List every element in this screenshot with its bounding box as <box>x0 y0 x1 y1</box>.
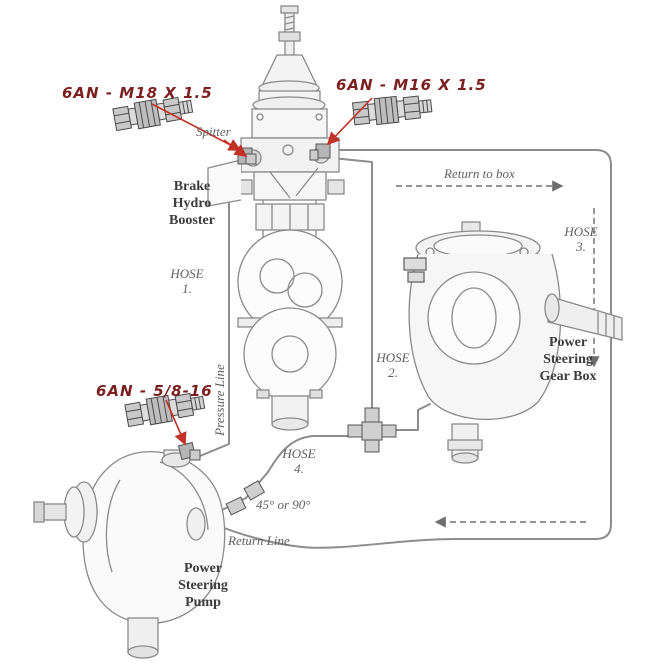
brake-hydro-booster-drawing <box>207 5 345 431</box>
hose-1-label: HOSE 1. <box>170 266 204 296</box>
gear-box-drawing <box>403 221 623 464</box>
pump-pressure-port-fitting <box>177 441 201 461</box>
booster-right-port-fitting <box>309 143 331 161</box>
hose-3-return-loop <box>213 149 612 549</box>
spitter-label: Spitter <box>196 124 231 139</box>
hose-4-line <box>209 435 355 517</box>
hose-4-label: HOSE 4. <box>282 446 316 476</box>
brake-hydro-booster-label: Brake Hydro Booster <box>169 179 215 228</box>
hose-3-label: HOSE 3. <box>564 224 598 254</box>
hose-2-label: HOSE 2. <box>376 350 410 380</box>
power-steering-gear-box-label: Power Steering Gear Box <box>539 335 597 384</box>
cross-tee-fitting <box>347 407 397 453</box>
callout-m18-label: 6AN - M18 X 1.5 <box>62 84 213 102</box>
return-to-box-label: Return to box <box>444 166 515 181</box>
pressure-line-label: Pressure Line <box>212 364 227 436</box>
an-fitting-m16-drawing <box>351 92 434 128</box>
pump-drawing <box>33 449 226 659</box>
spitter-callout-arrow <box>223 139 248 157</box>
m18-callout-arrow <box>151 103 242 151</box>
hose-to-gearbox-port <box>389 403 431 431</box>
pump-fitting-callout-arrow <box>165 399 187 446</box>
callout-m16-label: 6AN - M16 X 1.5 <box>336 76 487 94</box>
return-elbow-fitting <box>225 480 266 516</box>
callout-arrows <box>151 97 373 446</box>
hose-2-line <box>331 157 373 415</box>
port-fittings <box>177 143 397 516</box>
m16-callout-arrow <box>326 97 373 146</box>
angle-note-label: 45° or 90° <box>256 497 311 512</box>
power-steering-pump-label: Power Steering Pump <box>178 561 228 610</box>
callout-pump-fitting-label: 6AN - 5/8-16 <box>96 382 213 400</box>
return-line-label: Return Line <box>228 533 290 548</box>
flow-direction-dashes <box>396 180 600 528</box>
